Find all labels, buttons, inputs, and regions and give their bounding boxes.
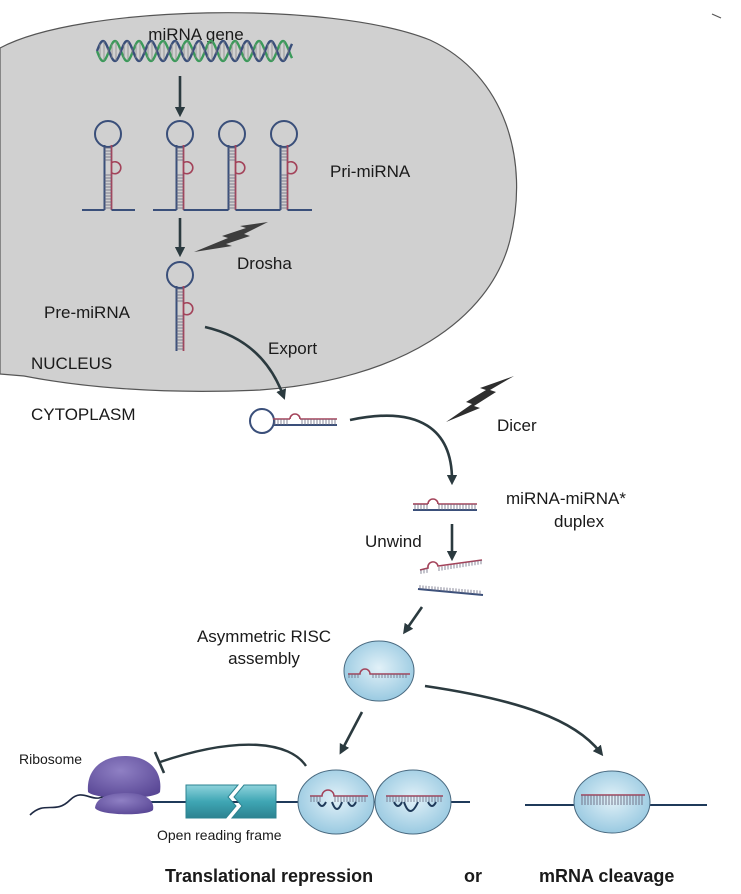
risc-complex-bound-2 xyxy=(374,769,452,835)
label-unwind: Unwind xyxy=(365,532,422,551)
dna-helix-icon xyxy=(95,39,294,63)
arrow-to-repression xyxy=(339,711,364,755)
label-mirna-gene: miRNA gene xyxy=(148,25,243,44)
label-translational-repression: Translational repression xyxy=(165,866,373,886)
translational-repression-scene: Ribosome Open reading frame xyxy=(19,743,470,843)
unwound-strands xyxy=(417,559,484,596)
drosha-lightning-icon xyxy=(194,222,268,252)
arrow-export xyxy=(204,325,287,400)
arrow-to-cleavage xyxy=(424,684,604,757)
label-drosha: Drosha xyxy=(237,254,292,273)
arrow-dicer-processing xyxy=(349,414,458,486)
label-ribosome: Ribosome xyxy=(19,751,82,767)
label-risc-line2: assembly xyxy=(228,649,300,668)
pri-mirna-hairpins xyxy=(82,120,312,211)
mrna-cleavage-scene xyxy=(525,770,707,834)
cytoplasmic-pre-mirna xyxy=(249,408,337,434)
inhibition-arrow xyxy=(159,743,307,767)
inhibition-bar-icon xyxy=(153,751,166,774)
label-risc-line1: Asymmetric RISC xyxy=(197,627,331,646)
label-dicer: Dicer xyxy=(497,416,537,435)
label-or: or xyxy=(464,866,482,886)
risc-complex xyxy=(343,640,415,702)
arrow-risc-loading xyxy=(403,606,424,635)
risc-complex-bound-1 xyxy=(297,769,375,835)
label-duplex-line2: duplex xyxy=(554,512,605,531)
ribosome-icon xyxy=(87,756,161,815)
label-pri-mirna: Pri-miRNA xyxy=(330,162,411,181)
pre-mirna-hairpin xyxy=(166,261,194,351)
label-mrna-cleavage: mRNA cleavage xyxy=(539,866,674,886)
label-pre-mirna: Pre-miRNA xyxy=(44,303,131,322)
nucleus-region xyxy=(0,12,518,392)
open-reading-frame-icon xyxy=(185,784,277,819)
stray-mark xyxy=(711,13,722,19)
dicer-lightning-icon xyxy=(446,376,514,422)
label-open-reading-frame: Open reading frame xyxy=(157,827,282,843)
label-cytoplasm: CYTOPLASM xyxy=(31,405,136,424)
label-nucleus: NUCLEUS xyxy=(31,354,112,373)
mirna-duplex xyxy=(413,498,477,511)
label-export: Export xyxy=(268,339,317,358)
label-duplex-line1: miRNA-miRNA* xyxy=(506,489,626,508)
